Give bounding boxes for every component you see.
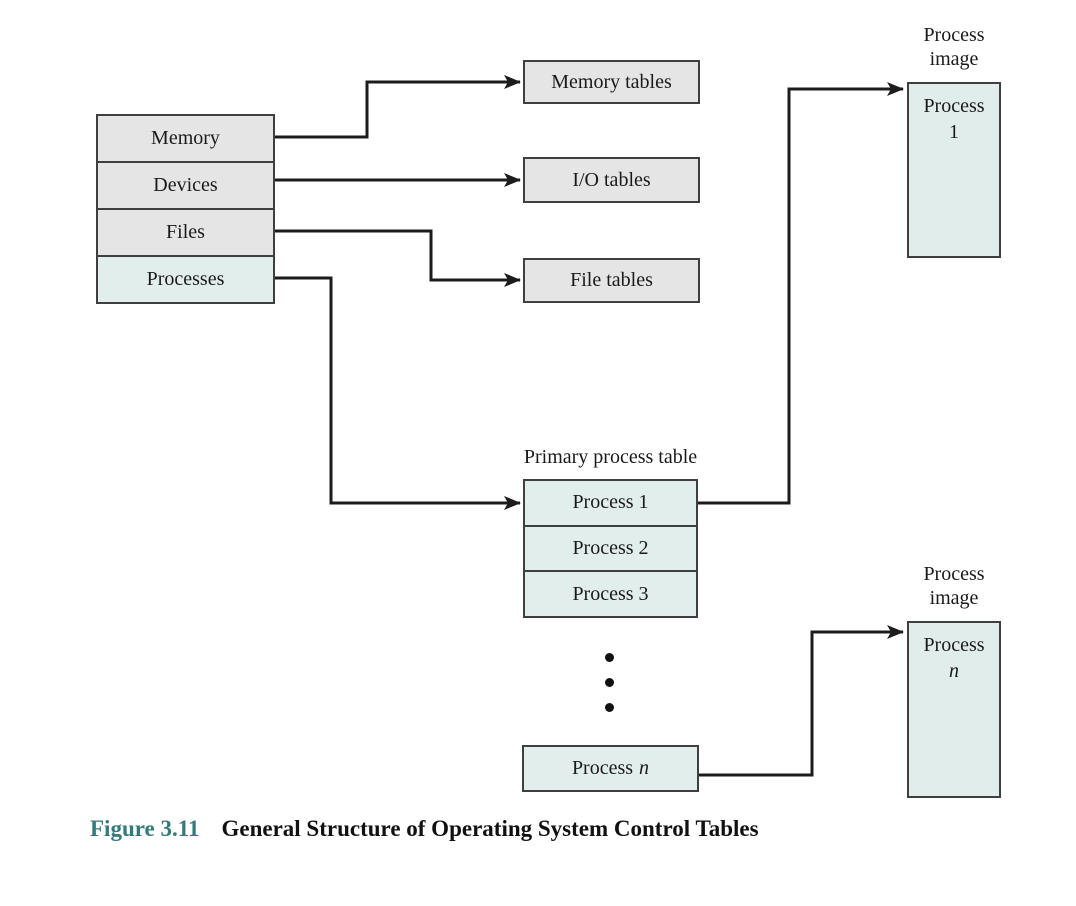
os-table-row-label: Processes — [146, 268, 225, 290]
arrow-files-to-file-tables — [275, 229, 521, 287]
process-image-1-box: Process 1 — [907, 82, 1001, 258]
primary-table-row-3: Process 3 — [525, 570, 696, 617]
process-image-1-label-line1: Process — [923, 95, 985, 117]
memory-tables-box: Memory tables — [523, 60, 700, 104]
os-table-row-devices: Devices — [98, 161, 273, 208]
os-control-table: Memory Devices Files Processes — [96, 114, 275, 304]
primary-table-row-2: Process 2 — [525, 524, 696, 571]
process-image-n-box: Process n — [907, 621, 1001, 798]
os-table-row-memory: Memory — [98, 116, 273, 161]
primary-process-table-title: Primary process table — [523, 446, 698, 468]
io-tables-label: I/O tables — [572, 168, 651, 191]
process-image-1-label-line2: 1 — [949, 121, 959, 143]
process-n-variable: n — [639, 757, 650, 779]
figure-caption: Figure 3.11 General Structure of Operatin… — [90, 816, 759, 842]
os-table-row-label: Files — [166, 221, 205, 243]
primary-table-row-label: Process 2 — [572, 537, 649, 559]
arrow-processes-to-primary-table — [275, 276, 521, 510]
os-table-row-label: Devices — [153, 174, 218, 196]
process-image-1-heading: Process image — [923, 24, 985, 70]
primary-table-row-1: Process 1 — [525, 481, 696, 525]
arrow-memory-to-memory-tables — [275, 75, 521, 139]
file-tables-box: File tables — [523, 258, 700, 303]
primary-table-row-n: Process n — [522, 745, 699, 792]
figure-number: Figure 3.11 — [90, 816, 200, 841]
process-n-prefix: Process — [571, 757, 634, 779]
process-image-n-label-line2: n — [949, 660, 959, 682]
primary-table-row-label: Process 1 — [572, 491, 649, 514]
io-tables-box: I/O tables — [523, 157, 700, 203]
process-image-n-heading: Process image — [923, 563, 985, 609]
primary-process-table: Process 1 Process 2 Process 3 — [523, 479, 698, 618]
figure-title: General Structure of Operating System Co… — [221, 816, 759, 841]
os-table-row-files: Files — [98, 208, 273, 255]
file-tables-label: File tables — [570, 269, 653, 291]
arrow-process1-to-image — [698, 82, 904, 505]
os-table-row-processes: Processes — [98, 255, 273, 302]
memory-tables-label: Memory tables — [551, 70, 672, 93]
arrow-processn-to-image — [699, 625, 904, 777]
primary-table-row-label: Process 3 — [572, 582, 649, 605]
process-image-n-label-line1: Process — [923, 634, 985, 656]
os-table-row-label: Memory — [151, 127, 220, 149]
